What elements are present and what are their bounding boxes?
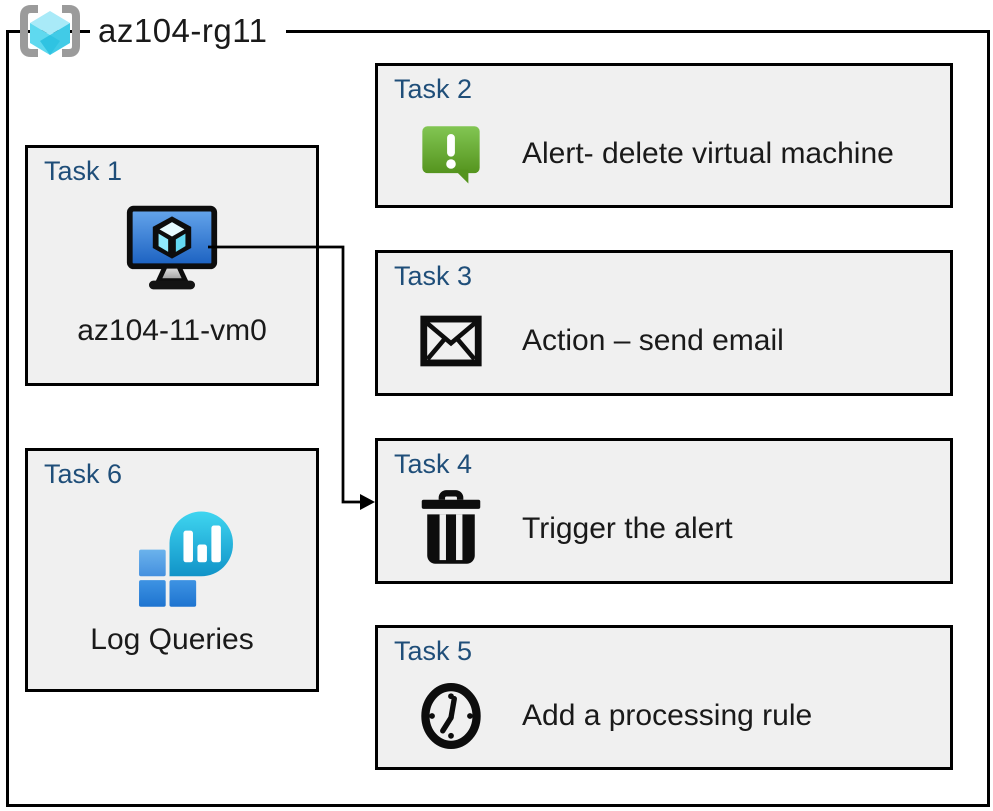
virtual-machine-icon bbox=[124, 203, 220, 300]
task4-box: Task 4 Trigger the alert bbox=[375, 438, 953, 584]
alert-message-icon bbox=[418, 116, 484, 192]
task4-row: Trigger the alert bbox=[418, 481, 940, 577]
email-envelope-icon bbox=[418, 315, 484, 367]
task3-description: Action – send email bbox=[522, 324, 784, 357]
task2-row: Alert- delete virtual machine bbox=[418, 106, 940, 201]
task6-caption: Log Queries bbox=[90, 623, 254, 656]
task2-box: Task 2 Alert- delete virtual machine bbox=[375, 63, 953, 208]
task4-title: Task 4 bbox=[394, 449, 473, 479]
task1-caption: az104-11-vm0 bbox=[77, 314, 267, 347]
task2-title: Task 2 bbox=[394, 74, 473, 104]
task5-title: Task 5 bbox=[394, 636, 473, 666]
task3-row: Action – send email bbox=[418, 293, 940, 389]
border-gap-mask bbox=[90, 8, 286, 56]
resource-group-label: az104-rg11 bbox=[12, 3, 268, 59]
task2-description: Alert- delete virtual machine bbox=[522, 136, 894, 170]
task3-box: Task 3 Action – send email bbox=[375, 250, 953, 396]
clock-icon bbox=[418, 677, 484, 755]
task1-title: Task 1 bbox=[44, 156, 123, 186]
task6-box: Task 6 bbox=[25, 448, 319, 692]
trash-delete-icon bbox=[418, 488, 484, 570]
task5-row: Add a processing rule bbox=[418, 668, 940, 763]
task5-box: Task 5 Add a processing rule bbox=[375, 625, 953, 770]
resource-group-icon bbox=[20, 5, 80, 57]
task1-box: Task 1 az104-11-vm0 bbox=[25, 145, 319, 386]
task4-description: Trigger the alert bbox=[522, 512, 733, 545]
task6-title: Task 6 bbox=[44, 459, 123, 489]
log-analytics-icon bbox=[138, 509, 235, 613]
task5-description: Add a processing rule bbox=[522, 698, 813, 732]
task3-title: Task 3 bbox=[394, 261, 473, 291]
resource-group-name: az104-rg11 bbox=[98, 12, 268, 49]
